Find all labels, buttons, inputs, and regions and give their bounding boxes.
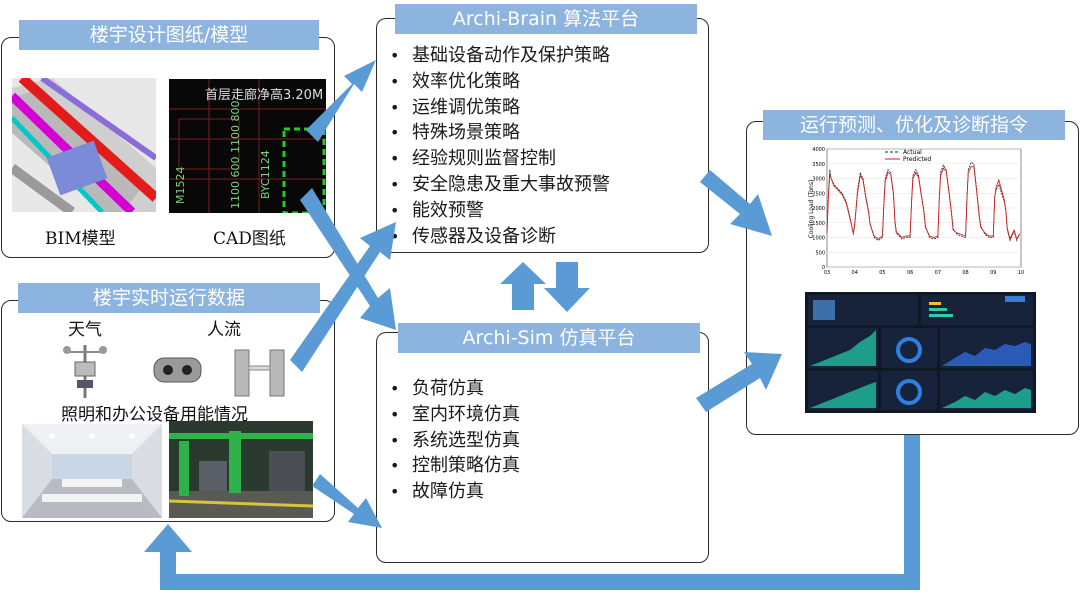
equipment-usage-label: 照明和办公设备用能情况 — [61, 405, 248, 425]
chart-x-tick-label: 06 — [907, 270, 913, 276]
people-flow-label: 人流 — [207, 320, 241, 340]
chart-ylabel: Cooling Load (Tons) — [808, 180, 815, 239]
chart-series-predicted — [826, 166, 1020, 241]
arrow-feedback-head — [144, 524, 192, 552]
brain-strategy-item: 基础设备动作及保护策略 — [384, 43, 610, 69]
realtime-panel-title: 楼宇实时运行数据 — [18, 283, 320, 313]
arrow-sim-to-brain — [500, 262, 546, 310]
chart-y-tick-label: 3000 — [812, 177, 825, 183]
weather-label: 天气 — [68, 320, 102, 340]
chart-x-tick-label: 07 — [935, 270, 941, 276]
chart-y-tick-label: 4000 — [812, 147, 825, 153]
brain-strategy-item: 效率优化策略 — [384, 69, 610, 95]
brain-strategy-item: 特殊场景策略 — [384, 120, 610, 146]
cooling-load-chart: Cooling Load (Tons) 0 500 1000 1500 2000 2500… — [805, 143, 1027, 276]
brain-strategy-item: 传感器及设备诊断 — [384, 224, 610, 250]
brain-strategy-item: 安全隐患及重大事故预警 — [384, 172, 610, 198]
archi-sim-title: Archi-Sim 仿真平台 — [398, 323, 700, 353]
archi-brain-strategy-list: 基础设备动作及保护策略效率优化策略运维调优策略特殊场景策略经验规则监督控制安全隐… — [384, 43, 610, 249]
svg-text:M1524: M1524 — [174, 167, 187, 205]
chart-y-tick-label: 2000 — [812, 206, 825, 212]
chart-y-tick-label: 0 — [822, 265, 825, 271]
bim-caption: BIM模型 — [45, 229, 116, 249]
chart-y-tick-label: 2500 — [812, 191, 825, 197]
svg-text:BYC1124: BYC1124 — [259, 150, 272, 199]
brain-strategy-item: 能效预警 — [384, 198, 610, 224]
svg-text:1100 600 1100 800: 1100 600 1100 800 — [229, 101, 242, 209]
machine-room-photo — [169, 421, 313, 518]
design-panel-title: 楼宇设计图纸/模型 — [19, 20, 319, 50]
operations-dashboard-image — [805, 292, 1036, 413]
brain-strategy-item: 运维调优策略 — [384, 95, 610, 121]
chart-x-tick-label: 05 — [879, 270, 885, 276]
chart-y-tick-label: 1500 — [812, 221, 825, 227]
archi-brain-title: Archi-Brain 算法平台 — [395, 4, 697, 34]
chart-x-tick-label: 03 — [824, 270, 830, 276]
chart-y-tick-label: 3500 — [812, 162, 825, 168]
chart-series-actual — [826, 161, 1020, 242]
legend-actual: Actual — [903, 149, 922, 156]
archi-sim-simulation-list: 负荷仿真室内环境仿真系统选型仿真控制策略仿真故障仿真 — [384, 376, 520, 505]
arrow-brain-to-sim — [544, 262, 590, 312]
brain-strategy-item: 经验规则监督控制 — [384, 146, 610, 172]
legend-predicted: Predicted — [903, 156, 931, 163]
cad-label-text: 首层走廊净高3.20M — [205, 87, 323, 103]
turnstile-gate-image — [230, 340, 290, 398]
sim-type-item: 系统选型仿真 — [384, 428, 520, 454]
chart-legend: Actual Predicted — [885, 149, 931, 163]
chart-x-tick-label: 04 — [852, 270, 858, 276]
cooling-load-chart-svg: Cooling Load (Tons) 0 500 1000 1500 2000 2500… — [808, 147, 1024, 276]
office-photo — [22, 424, 162, 518]
cad-drawing-image: 首层走廊净高3.20M 1100 600 1100 800 BYC1124 M1… — [169, 79, 326, 213]
sim-type-item: 故障仿真 — [384, 479, 520, 505]
chart-y-tick-label: 500 — [815, 250, 825, 256]
sim-type-item: 控制策略仿真 — [384, 453, 520, 479]
output-panel-title: 运行预测、优化及诊断指令 — [763, 110, 1065, 140]
chart-y-tick-label: 1000 — [812, 236, 825, 242]
bim-model-image — [12, 78, 156, 212]
people-counter-image — [150, 350, 205, 388]
sim-type-item: 室内环境仿真 — [384, 402, 520, 428]
cad-caption: CAD图纸 — [213, 229, 286, 249]
weather-station-image — [55, 340, 115, 398]
chart-x-tick-label: 08 — [962, 270, 968, 276]
sim-type-item: 负荷仿真 — [384, 376, 520, 402]
chart-x-tick-label: 10 — [1018, 270, 1024, 276]
chart-x-tick-label: 09 — [990, 270, 996, 276]
